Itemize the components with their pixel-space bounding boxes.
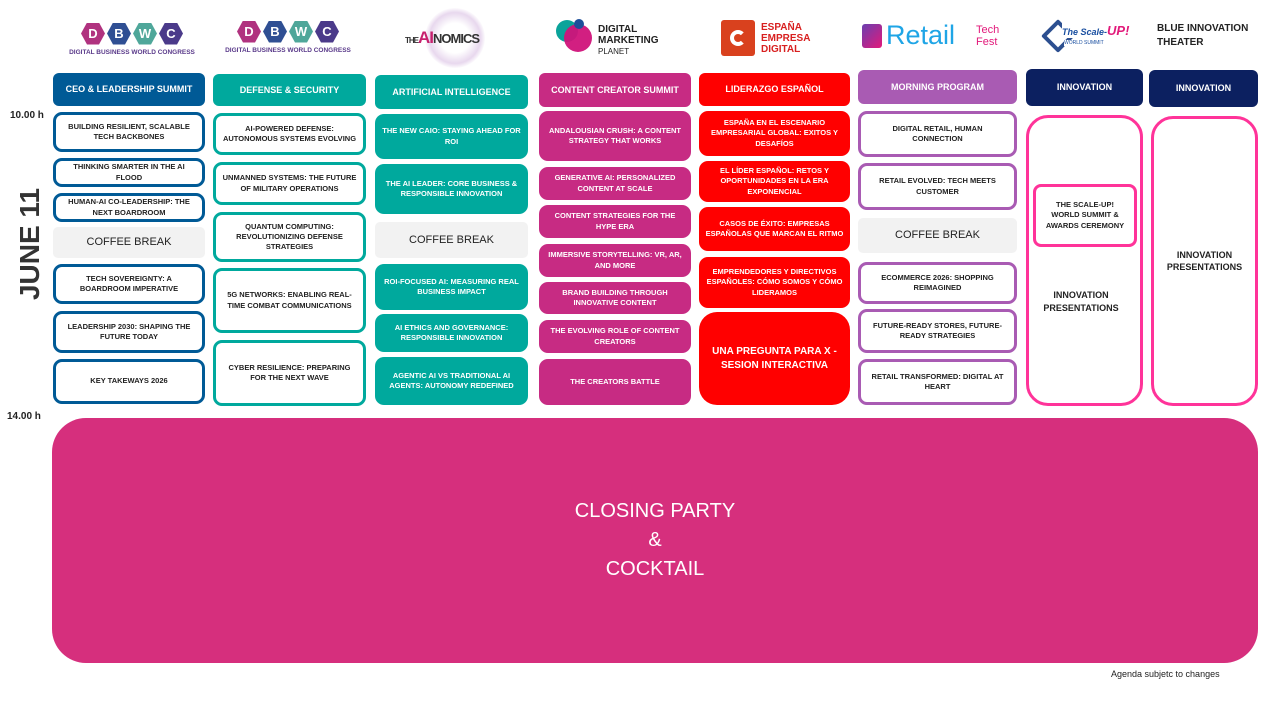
espana-logo: ESPAÑA EMPRESA DIGITAL [721,18,821,60]
session-card[interactable]: CASOS DE ÉXITO: EMPRESAS ESPAÑOLAS QUE M… [699,207,850,251]
session-card[interactable]: THE EVOLVING ROLE OF CONTENT CREATORS [539,320,691,353]
logo-text: WORLD SUMMIT [1064,40,1104,46]
closing-line: CLOSING PARTY [574,500,736,522]
session-label: INNOVATION PRESENTATIONS [1043,290,1119,313]
logo-text: EMPRESA [761,33,811,44]
session-card[interactable]: 5G NETWORKS: ENABLING REAL-TIME COMBAT C… [213,268,366,333]
logo-text: Retail [886,20,956,50]
logo-text: Fest [976,36,998,48]
session-card[interactable]: HUMAN-AI CO-LEADERSHIP: THE NEXT BOARDRO… [53,193,205,222]
track-header[interactable]: INNOVATION [1026,69,1143,106]
track-header[interactable]: MORNING PROGRAM [858,70,1017,104]
logo-letter: C [315,20,339,43]
date-label: JUNE 11 [14,187,45,301]
ainomics-logo: THEAINOMICS [405,28,480,51]
logo-text: NOMICS [433,31,480,46]
session-card[interactable]: UNMANNED SYSTEMS: THE FUTURE OF MILITARY… [213,162,366,205]
session-card[interactable]: BRAND BUILDING THROUGH INNOVATIVE CONTEN… [539,282,691,314]
logo-letter: W [289,20,313,43]
session-card[interactable]: BUILDING RESILIENT, SCALABLE TECH BACKBO… [53,112,205,152]
session-card[interactable]: INNOVATION PRESENTATIONS [1151,116,1258,406]
session-card[interactable]: KEY TAKEWAYS 2026 [53,359,205,404]
track-header[interactable]: INNOVATION [1149,70,1258,107]
shopping-bag-icon [862,24,882,48]
logo-letter: D [81,22,105,45]
session-card[interactable]: EL LÍDER ESPAÑOL: RETOS Y OPORTUNIDADES … [699,161,850,202]
logo-letter: B [107,22,131,45]
session-card[interactable]: RETAIL TRANSFORMED: DIGITAL AT HEART [858,359,1017,405]
session-card[interactable]: DIGITAL RETAIL, HUMAN CONNECTION [858,111,1017,157]
session-card[interactable]: IMMERSIVE STORYTELLING: VR, AR, AND MORE [539,244,691,277]
session-card[interactable]: THE AI LEADER: CORE BUSINESS & RESPONSIB… [375,164,528,214]
session-card[interactable]: LEADERSHIP 2030: SHAPING THE FUTURE TODA… [53,311,205,353]
closing-party-block: CLOSING PARTY & COCKTAIL [52,418,1258,663]
retail-tech-fest-logo: Retail Tech Fest [862,20,1017,56]
logo-text: Tech [976,24,1000,36]
logo-text: UP! [1107,23,1130,38]
logo-caption: DIGITAL BUSINESS WORLD CONGRESS [225,46,351,54]
end-time-label: 14.00 h [7,411,41,422]
logo-text: ESPAÑA [761,22,802,33]
logo-letter: B [263,20,287,43]
session-card[interactable]: AI ETHICS AND GOVERNANCE: RESPONSIBLE IN… [375,314,528,352]
start-time-label: 10.00 h [10,110,44,121]
logo-letter: W [133,22,157,45]
track-header[interactable]: ARTIFICIAL INTELLIGENCE [375,75,528,109]
closing-line: COCKTAIL [605,558,705,580]
track-header[interactable]: DEFENSE & SECURITY [213,74,366,106]
track-header[interactable]: LIDERAZGO ESPAÑOL [699,73,850,106]
logo-caption: DIGITAL BUSINESS WORLD CONGRESS [69,48,195,56]
session-card[interactable]: THE NEW CAIO: STAYING AHEAD FOR ROI [375,114,528,159]
scaleup-logo: The Scale-UP! WORLD SUMMIT [1041,15,1134,60]
session-card[interactable]: CONTENT STRATEGIES FOR THE HYPE ERA [539,205,691,238]
coffee-break[interactable]: COFFEE BREAK [858,218,1017,253]
footnote: Agenda subjetc to changes [1111,669,1220,679]
session-card[interactable]: CYBER RESILIENCE: PREPARING FOR THE NEXT… [213,340,366,406]
session-card[interactable]: RETAIL EVOLVED: TECH MEETS CUSTOMER [858,163,1017,210]
coffee-break[interactable]: COFFEE BREAK [53,227,205,258]
logo-text: The Scale- [1062,27,1108,37]
session-card[interactable]: EMPRENDEDORES Y DIRECTIVOS ESPAÑOLES: CÓ… [699,257,850,308]
logo-circle [574,19,584,29]
logo-letter: C [159,22,183,45]
logo-e-icon [721,20,755,56]
session-card[interactable]: ECOMMERCE 2026: SHOPPING REIMAGINED [858,262,1017,304]
session-card[interactable]: AGENTIC AI VS TRADITIONAL AI AGENTS: AUT… [375,357,528,405]
blue-innovation-theater-label: BLUE INNOVATION THEATER [1157,23,1249,48]
closing-line: & [648,529,662,551]
session-card[interactable]: FUTURE-READY STORES, FUTURE-READY STRATE… [858,309,1017,353]
logo-text: MARKETING [598,35,659,46]
session-card[interactable]: TECH SOVEREIGNTY: A BOARDROOM IMPERATIVE [53,264,205,304]
logo-text: THE [405,36,419,45]
logo-text: DIGITAL [761,44,801,55]
logo-text: AI [418,28,434,47]
innovation-slot[interactable] [1026,115,1143,406]
track-header[interactable]: CEO & LEADERSHIP SUMMIT [53,73,205,106]
session-card[interactable]: THE CREATORS BATTLE [539,359,691,405]
logo-text: PLANET [598,47,630,56]
session-card[interactable]: ROI-FOCUSED AI: MEASURING REAL BUSINESS … [375,264,528,310]
session-card[interactable]: QUANTUM COMPUTING: REVOLUTIONIZING DEFEN… [213,212,366,262]
session-card[interactable]: AI-POWERED DEFENSE: AUTONOMOUS SYSTEMS E… [213,113,366,155]
session-card[interactable]: ANDALOUSIAN CRUSH: A CONTENT STRATEGY TH… [539,111,691,161]
coffee-break[interactable]: COFFEE BREAK [375,222,528,258]
dmp-logo: DIGITAL MARKETING PLANET [556,18,686,60]
track-header[interactable]: CONTENT CREATOR SUMMIT [539,73,691,107]
logo-letter: D [237,20,261,43]
session-card[interactable]: ESPAÑA EN EL ESCENARIO EMPRESARIAL GLOBA… [699,111,850,156]
logo-text: DIGITAL [598,24,638,35]
session-card[interactable]: THINKING SMARTER IN THE AI FLOOD [53,158,205,187]
session-card[interactable]: UNA PREGUNTA PARA X - SESION INTERACTIVA [699,312,850,405]
logo-swirl [425,8,485,68]
session-card[interactable]: GENERATIVE AI: PERSONALIZED CONTENT AT S… [539,167,691,200]
session-card[interactable]: THE SCALE-UP! WORLD SUMMIT & AWARDS CERE… [1033,184,1137,247]
